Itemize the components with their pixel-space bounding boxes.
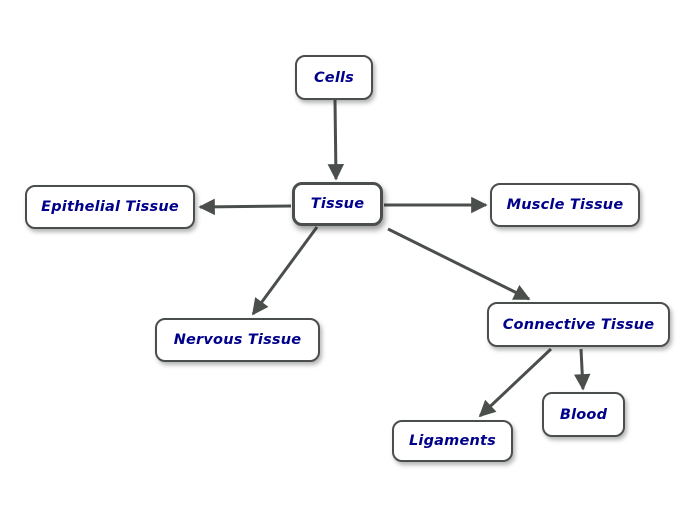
node-muscle-tissue[interactable]: Muscle Tissue — [490, 183, 640, 227]
node-muscle-tissue-label: Muscle Tissue — [506, 197, 624, 213]
node-connective-tissue[interactable]: Connective Tissue — [487, 302, 670, 347]
edge-tissue-epithelial — [198, 198, 292, 216]
node-tissue[interactable]: Tissue — [292, 182, 383, 226]
node-blood[interactable]: Blood — [542, 392, 625, 437]
node-nervous-tissue-label: Nervous Tissue — [173, 332, 302, 348]
edge-connective-blood — [574, 348, 591, 391]
node-epithelial-tissue[interactable]: Epithelial Tissue — [25, 185, 195, 229]
edge-tissue-nervous — [251, 226, 319, 316]
node-cells[interactable]: Cells — [295, 55, 373, 100]
node-cells-label: Cells — [313, 69, 355, 86]
node-tissue-label: Tissue — [310, 196, 365, 212]
edge-cells-tissue — [327, 99, 345, 181]
edge-connective-ligaments — [478, 347, 553, 418]
node-ligaments-label: Ligaments — [408, 433, 496, 449]
node-connective-tissue-label: Connective Tissue — [502, 316, 655, 333]
node-blood-label: Blood — [559, 406, 608, 423]
node-epithelial-tissue-label: Epithelial Tissue — [41, 199, 179, 215]
edge-tissue-connective — [387, 227, 531, 301]
node-ligaments[interactable]: Ligaments — [392, 420, 513, 462]
node-nervous-tissue[interactable]: Nervous Tissue — [155, 318, 320, 362]
